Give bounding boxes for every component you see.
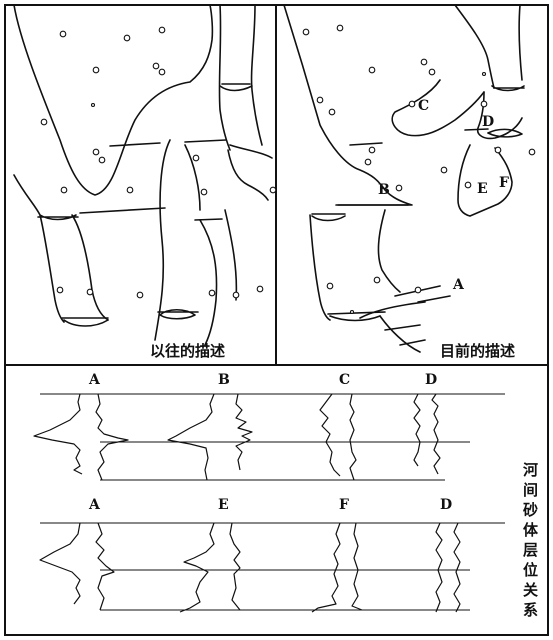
label-d: D [482,114,494,130]
upper-right-channel [219,5,262,150]
current-lens-bottom [328,312,385,321]
row1-label-3: C [339,372,350,388]
row2-log-a-left [40,523,80,604]
row1-log-d-right [432,394,440,474]
label-c: C [418,98,429,114]
row1-log-c-right [350,394,356,480]
row1-label-4: D [425,372,437,388]
caption-current: 目前的描述 [440,342,515,360]
current-channel-b-lower [310,210,400,320]
panel-current: B C D E F A 目前的描述 [284,5,535,360]
row2-label-4: D [440,497,452,513]
side-caption-char-7: 关 [523,581,538,599]
main-sand-body-outline [14,5,212,195]
row1-log-d-left [414,394,420,466]
row1-label-1: A [88,372,101,388]
caption-previous: 以往的描述 [150,342,225,360]
panel-previous: 以往的描述 [14,5,276,360]
sand-line-3 [110,143,160,146]
panel-correlation: A B C D A E F D [34,372,539,619]
row2-label-2: E [218,497,229,513]
current-line-1 [350,143,382,145]
row2-log-f-right [352,523,362,610]
row1-label-2: B [218,372,230,388]
sand-grains-right [303,25,535,313]
row2-log-e-right [230,523,240,610]
row2-log-e-left [180,523,214,612]
row1-log-b-left [168,394,214,480]
sand-line-4 [185,140,226,142]
row2-log-a-right [96,523,114,610]
current-main-outline [284,5,412,205]
row2-label-1: A [88,497,101,513]
sand-line-1 [80,208,165,213]
row1-log-b-right [236,394,252,470]
right-branch [228,145,272,200]
row2-log-d-right [454,523,460,612]
row1-log-a-right [96,394,128,480]
label-a: A [452,277,465,293]
side-caption-char-4: 体 [523,521,539,539]
row1-log-c-left [320,394,340,476]
center-channel-right-bank [200,210,236,345]
side-caption: 河 间 砂 体 层 位 关 系 [523,461,539,619]
lower-left-channel [14,175,108,322]
lower-left-channel-end [62,318,108,326]
row2-log-f-left [312,523,340,612]
upper-right-channel-end [220,84,252,91]
sand-line-2 [195,219,222,220]
side-caption-char-5: 层 [523,541,538,559]
current-d-lens [488,129,522,137]
side-caption-char-3: 砂 [523,501,538,519]
row1-log-a-left [34,394,82,474]
current-delta [360,286,450,352]
side-caption-char-8: 系 [523,601,538,619]
current-lens-b [312,214,345,221]
lower-lens [158,310,198,319]
sand-grains-left [41,27,276,298]
row2-log-d-left [436,523,442,612]
current-channel-c [392,80,484,136]
label-e: E [477,181,488,197]
current-upper-channel [455,5,522,88]
side-caption-char-6: 位 [523,561,538,579]
label-f: F [499,175,509,191]
side-caption-char-2: 间 [523,481,538,499]
row2-label-3: F [339,497,349,513]
side-caption-char-1: 河 [523,461,538,479]
current-channel-d [478,86,524,138]
label-b: B [378,182,390,198]
